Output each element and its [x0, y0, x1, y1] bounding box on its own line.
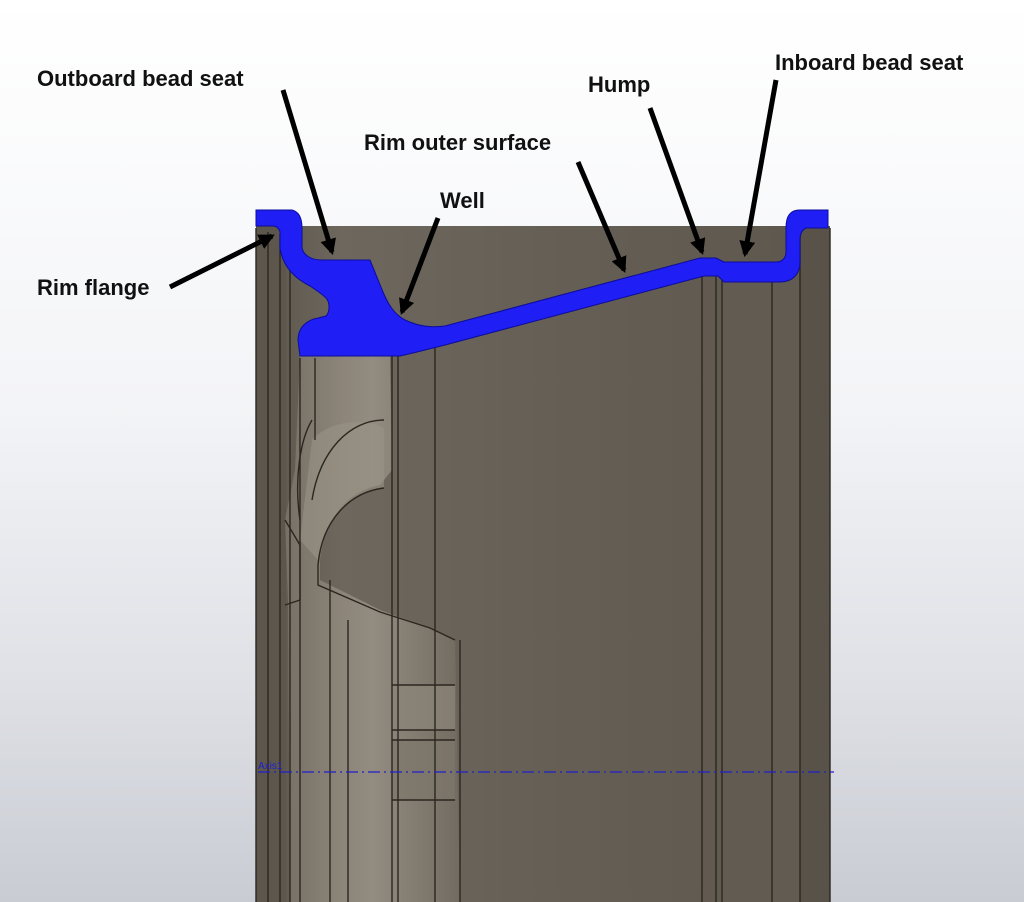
- arrow-outboard-bead-seat: [280, 89, 336, 256]
- edge-lines: [255, 228, 831, 902]
- callout-labels: Outboard bead seat Inboard bead seat Hum…: [37, 50, 964, 300]
- spoke-window: [300, 422, 384, 560]
- inboard-edge-strip: [800, 228, 830, 902]
- hub-bolt-face-2: [392, 740, 455, 800]
- label-rim-outer-surface: Rim outer surface: [364, 130, 551, 155]
- hub-bolt-face: [392, 685, 455, 730]
- axis: Axis1: [258, 761, 834, 773]
- callout-arrows: [168, 79, 779, 315]
- label-well: Well: [440, 188, 485, 213]
- label-rim-flange: Rim flange: [37, 275, 149, 300]
- arrow-inboard-bead-seat: [739, 79, 779, 258]
- arrow-hump: [647, 107, 706, 256]
- rim-section: [255, 209, 829, 357]
- outboard-flange-strip: [256, 228, 286, 902]
- arrow-well: [399, 217, 441, 315]
- label-hump: Hump: [588, 72, 650, 97]
- arrow-rim-flange: [168, 233, 275, 290]
- label-outboard-bead-seat: Outboard bead seat: [37, 66, 244, 91]
- wheel-body: [255, 226, 831, 902]
- axis-label: Axis1: [258, 761, 283, 772]
- arrow-rim-outer-surface: [575, 161, 627, 273]
- label-inboard-bead-seat: Inboard bead seat: [775, 50, 964, 75]
